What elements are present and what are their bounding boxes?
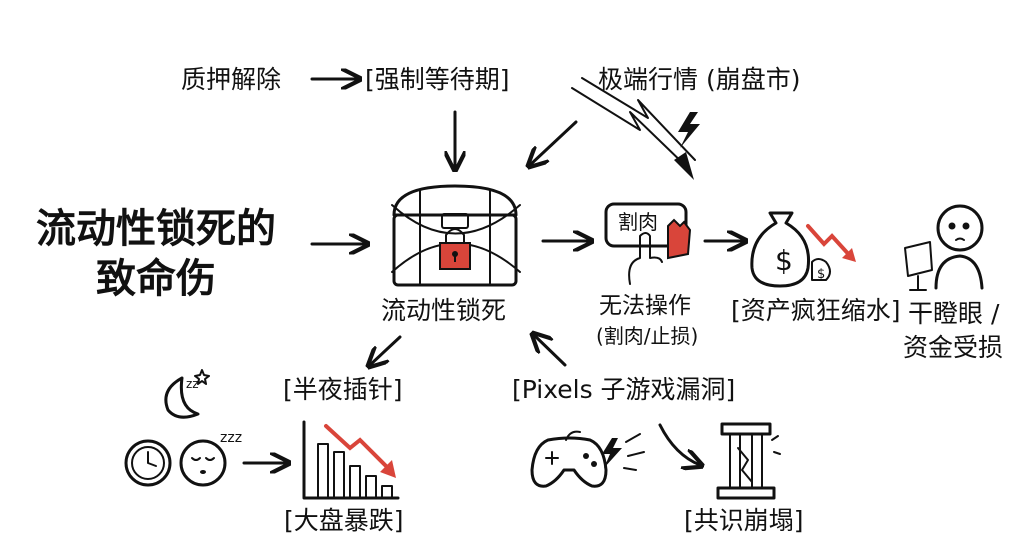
node-pixels-bug: [Pixels 子游戏漏洞]	[512, 375, 736, 404]
locked-chest-icon	[391, 184, 521, 287]
svg-text:zzz: zzz	[220, 430, 242, 446]
arrow-bug-to-collapse	[658, 423, 700, 465]
node-cannot-operate: 无法操作	[599, 293, 691, 319]
money-bag-icon: $ $	[750, 211, 856, 288]
arrow-lock-to-midnight	[370, 335, 402, 365]
title-line-1: 流动性锁死的	[36, 206, 276, 252]
zigzag-crash-arrow	[571, 77, 696, 171]
svg-text:zz: zz	[186, 377, 199, 391]
falling-bars-icon	[302, 420, 400, 500]
glitch-icon	[602, 433, 645, 471]
node-pledge-release: 质押解除	[181, 65, 282, 94]
svg-text:$: $	[817, 267, 825, 282]
node-funds-loss: 资金受损	[903, 333, 1004, 362]
page-title: 流动性锁死的 致命伤	[36, 204, 276, 304]
node-consensus-collapse: [共识崩塌]	[684, 506, 804, 535]
node-asset-shrink: [资产疯狂缩水]	[731, 296, 901, 325]
node-liquidity-lock: 流动性锁死	[381, 296, 507, 325]
node-forced-wait: [强制等待期]	[365, 65, 510, 94]
moon-icon: zz	[164, 369, 210, 419]
clock-icon	[124, 439, 172, 487]
node-market-crash: [大盘暴跌]	[284, 506, 404, 535]
node-stare: 干瞪眼 /	[908, 299, 1000, 328]
title-line-2: 致命伤	[96, 256, 216, 302]
arrow-bug-to-lock	[534, 335, 567, 367]
stunned-person-icon	[904, 204, 984, 291]
gamepad-icon	[530, 430, 608, 488]
cut-loss-button-icon	[604, 202, 692, 285]
broken-pillar-icon	[716, 422, 781, 500]
node-midnight-wick: [半夜插针]	[283, 375, 403, 404]
lightning-icon	[678, 112, 700, 148]
arrow-market-to-lock	[530, 120, 578, 165]
sleepy-face-icon: zzz	[179, 430, 242, 487]
node-extreme-market: 极端行情 (崩盘市)	[598, 65, 801, 94]
cut-loss-button-label: 割肉	[618, 210, 658, 234]
svg-text:$: $	[775, 244, 793, 277]
node-cannot-operate-detail: (割肉/止损)	[596, 324, 699, 348]
